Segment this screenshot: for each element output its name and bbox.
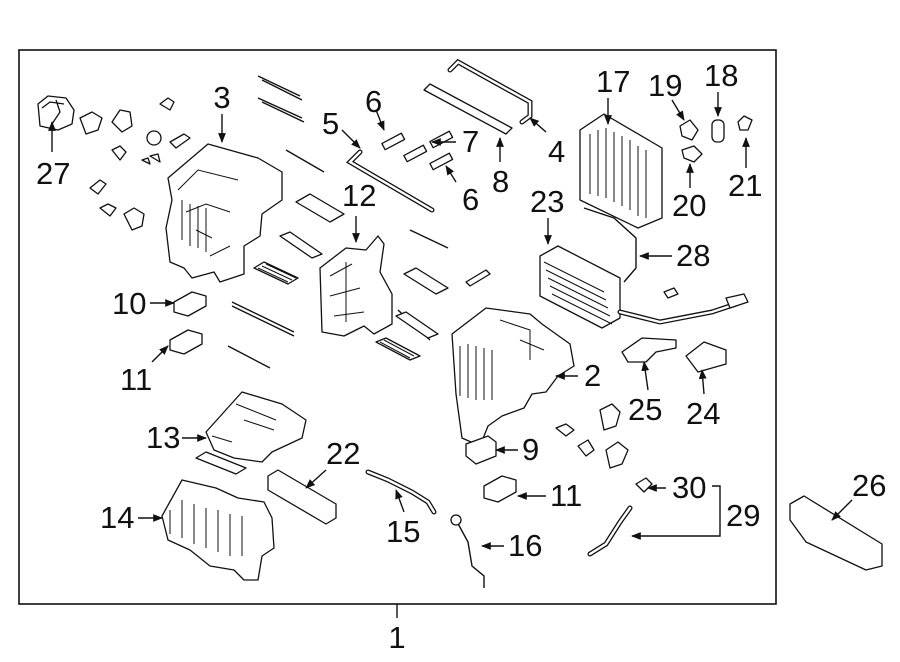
part-2-lower-case (451, 307, 575, 447)
callout-14: 14 (100, 500, 134, 535)
callout-11a: 11 (120, 362, 152, 397)
callout-21: 21 (728, 168, 762, 203)
part-10 (173, 291, 207, 317)
callout-28: 28 (676, 238, 710, 273)
part-15-hose (365, 469, 437, 515)
part-20 (681, 145, 703, 163)
part-14-housing (161, 479, 275, 581)
callout-25: 25 (628, 392, 662, 427)
part-27-actuator (37, 95, 191, 231)
part-11-left (169, 329, 203, 355)
callout-3: 3 (213, 80, 230, 115)
callout-15: 15 (386, 514, 420, 549)
part-25 (621, 337, 677, 363)
callout-27: 27 (36, 156, 70, 191)
callout-20: 20 (672, 188, 706, 223)
callout-13: 13 (146, 420, 180, 455)
door-flaps (253, 193, 491, 361)
part-16-sensor (455, 519, 485, 588)
callout-8: 8 (492, 164, 509, 199)
callout-30: 30 (672, 470, 706, 505)
part-11-right (483, 475, 517, 503)
callout-11b: 11 (550, 478, 582, 513)
small-actuators (555, 403, 629, 469)
callout-2: 2 (584, 358, 601, 393)
callout-24: 24 (686, 396, 720, 431)
refrigerant-pipes (617, 287, 749, 325)
part-17-core (579, 113, 663, 229)
part-16-head (450, 514, 462, 526)
callout-26: 26 (852, 468, 886, 503)
callout-12: 12 (342, 178, 376, 213)
part-19 (679, 119, 699, 141)
part-3-upper-case (165, 143, 283, 283)
callout-18: 18 (704, 58, 738, 93)
callout-5: 5 (322, 106, 339, 141)
callout-19: 19 (648, 68, 682, 103)
part-8-seal (423, 83, 513, 135)
callout-9: 9 (522, 432, 539, 467)
part-24 (685, 341, 727, 373)
part-13-duct (205, 391, 307, 463)
part-4-pipe (447, 58, 533, 125)
part-18 (711, 119, 725, 143)
part-5-rod (345, 149, 435, 213)
part-9 (465, 435, 497, 465)
part-28-wire (583, 207, 637, 283)
callout-4: 4 (548, 134, 565, 169)
part-30 (635, 477, 653, 493)
callout-6a: 6 (365, 84, 382, 119)
part-21 (737, 115, 753, 131)
part-23-evaporator (539, 245, 621, 329)
callout-17: 17 (596, 64, 630, 99)
leader-arrows (48, 92, 853, 550)
callout-10: 10 (112, 286, 146, 321)
callout-23: 23 (530, 184, 564, 219)
part-22-channel (267, 469, 337, 525)
callout-7: 7 (462, 124, 479, 159)
filter-strip (195, 451, 247, 475)
callout-22: 22 (326, 436, 360, 471)
part-26-duct (789, 495, 883, 571)
callout-16: 16 (508, 528, 542, 563)
callout-6b: 6 (462, 182, 479, 217)
callout-labels: 1 2 3 4 5 6 6 7 8 9 10 11 11 12 13 14 15… (36, 58, 886, 655)
part-12-center-case (319, 235, 393, 337)
callout-1: 1 (388, 620, 405, 655)
part-6-7-bars (381, 130, 454, 171)
rods-cluster (227, 75, 449, 369)
callout-29: 29 (726, 498, 760, 533)
